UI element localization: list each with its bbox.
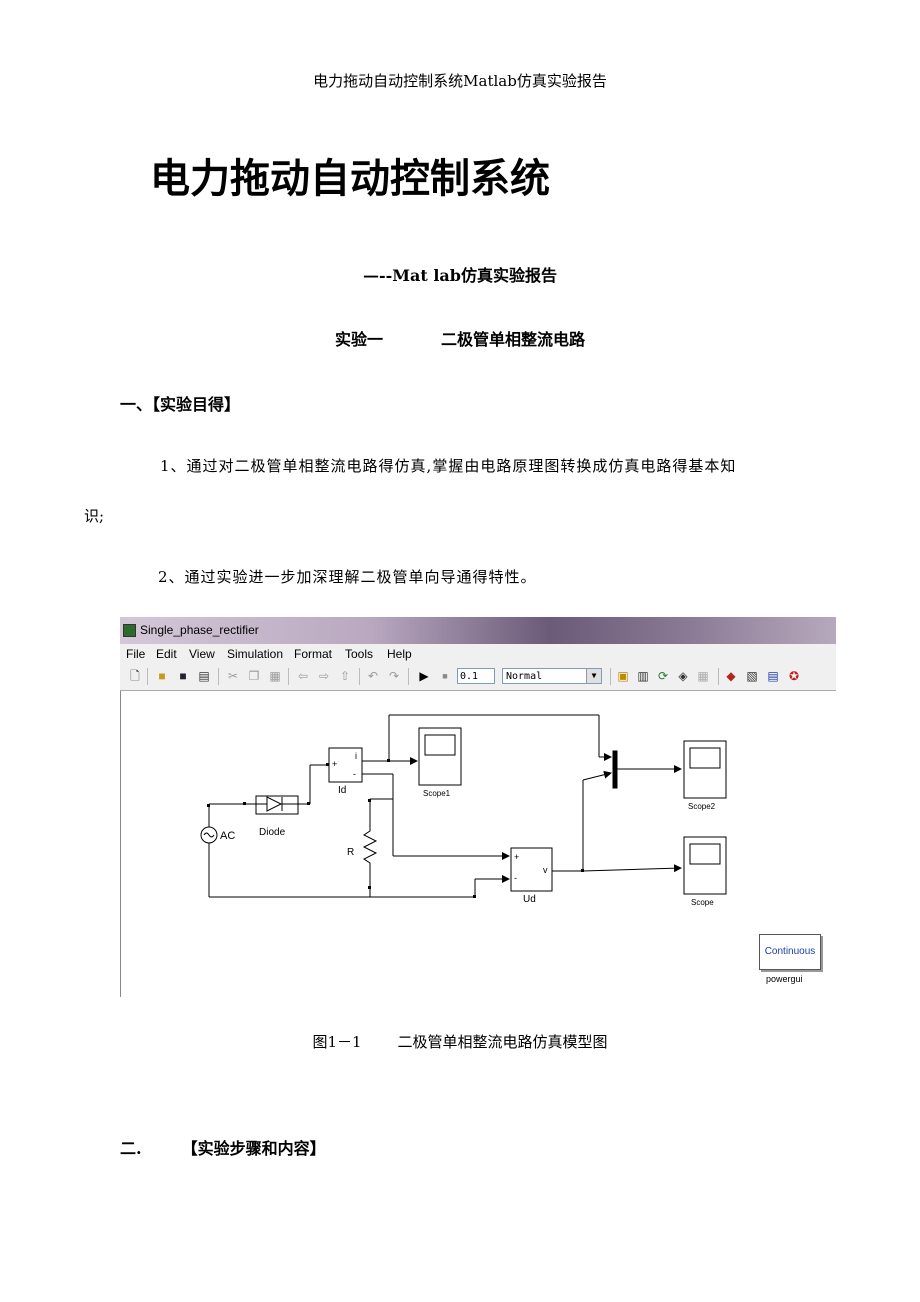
menu-edit[interactable]: Edit — [156, 647, 177, 661]
paste-icon[interactable]: ▦ — [269, 669, 281, 683]
main-title: 电力拖动自动控制系统 — [150, 156, 550, 202]
scope-label: Scope — [691, 898, 714, 907]
start-simulation-icon[interactable]: ▶ — [419, 669, 429, 683]
menu-tools[interactable]: Tools — [345, 647, 374, 661]
display-icon[interactable]: ▤ — [767, 669, 779, 683]
ud-minus-port: - — [514, 873, 517, 883]
scope2-block — [683, 740, 727, 799]
menu-file[interactable]: File — [126, 647, 146, 661]
window-title: Single_phase_rectifier — [140, 623, 259, 637]
id-label: Id — [338, 785, 347, 796]
save-icon[interactable]: ■ — [179, 669, 187, 683]
open-folder-icon[interactable]: ■ — [158, 669, 166, 683]
new-model-icon[interactable]: 🗋 — [130, 669, 140, 683]
experiment-name: 二极管单相整流电路 — [441, 330, 586, 349]
simulink-window: Single_phase_rectifier File Edit View Si… — [120, 617, 837, 997]
powergui-label: powergui — [766, 974, 803, 984]
id-plus-port: + — [332, 759, 338, 769]
figure-caption: 图1－1 二极管单相整流电路仿真模型图 — [0, 1031, 920, 1052]
mux-block — [612, 750, 618, 789]
window-titlebar[interactable]: Single_phase_rectifier — [120, 617, 836, 644]
powergui-block[interactable]: Continuous — [759, 934, 821, 970]
menu-bar: File Edit View Simulation Format Tools H… — [120, 644, 836, 664]
diode-symbol — [266, 796, 283, 812]
undo-icon[interactable]: ↶ — [367, 669, 379, 683]
section2-heading: 二. 【实验步骤和内容】 — [120, 1135, 326, 1159]
page-header: 电力拖动自动控制系统Matlab仿真实验报告 — [313, 72, 607, 90]
ud-label: Ud — [523, 894, 536, 905]
scope2-label: Scope2 — [688, 802, 716, 811]
scope1-block — [418, 727, 462, 786]
menu-view[interactable]: View — [189, 647, 215, 661]
objective-item-2: 2、通过实验进一步加深理解二极管单向导通得特性。 — [158, 568, 537, 586]
diode-block-frame — [255, 795, 299, 815]
id-minus-port: - — [353, 769, 356, 779]
ud-block — [510, 847, 553, 892]
scope-block — [683, 836, 727, 895]
hierarchy-icon[interactable]: ◆ — [726, 669, 736, 683]
scope1-label: Scope1 — [423, 789, 451, 798]
zoom-icon[interactable]: ▧ — [746, 669, 758, 683]
ud-v-port: v — [543, 865, 548, 875]
stop-simulation-icon[interactable]: ■ — [442, 671, 448, 681]
model-explorer-icon[interactable]: ◈ — [678, 669, 688, 683]
figure-text: 二极管单相整流电路仿真模型图 — [397, 1033, 608, 1051]
ud-plus-port: + — [514, 852, 520, 862]
experiment-title: 实验一 二极管单相整流电路 — [0, 326, 920, 350]
figure-number: 图1－1 — [312, 1033, 362, 1051]
menu-help[interactable]: Help — [387, 647, 412, 661]
cut-icon[interactable]: ✂ — [227, 669, 239, 683]
section2-title: 【实验步骤和内容】 — [181, 1139, 326, 1158]
simulation-mode-select[interactable]: Normal ▼ — [502, 668, 602, 684]
stop-time-input[interactable]: 0.1 — [457, 668, 495, 684]
back-arrow-icon[interactable]: ⇦ — [297, 669, 309, 683]
menu-simulation[interactable]: Simulation — [227, 647, 284, 661]
circuit-diagram — [200, 714, 727, 898]
section2-number: 二. — [120, 1139, 142, 1158]
model-canvas[interactable]: AC Diode Id + - i R Ud + - v Scope1 Scop… — [120, 691, 837, 997]
section1-heading: 一、【实验目得】 — [120, 395, 241, 414]
menu-format[interactable]: Format — [294, 647, 333, 661]
redo-icon[interactable]: ↷ — [388, 669, 400, 683]
objective-item-1: 1、通过对二极管单相整流电路得仿真,掌握由电路原理图转换成仿真电路得基本知 — [160, 457, 737, 475]
simulink-app-icon — [123, 624, 136, 637]
subtitle: —--Mat lab仿真实验报告 — [363, 266, 557, 285]
copy-icon[interactable]: ❐ — [248, 669, 260, 683]
library-browser-icon[interactable]: ▥ — [637, 669, 649, 683]
chevron-down-icon[interactable]: ▼ — [586, 669, 601, 683]
up-arrow-icon[interactable]: ⇧ — [339, 669, 351, 683]
debug-icon[interactable]: ▦ — [697, 669, 709, 683]
objective-item-1-cont: 识; — [84, 507, 105, 525]
ac-label: AC — [220, 830, 236, 842]
toolbar: 🗋 ■ ■ ▤ ✂ ❐ ▦ ⇦ ⇨ ⇧ ↶ ↷ ▶ ■ 0.1 Normal ▼… — [120, 664, 836, 691]
r-label: R — [347, 847, 355, 858]
print-icon[interactable]: ▤ — [198, 669, 210, 683]
help-icon[interactable]: ✪ — [788, 669, 800, 683]
build-icon[interactable]: ▣ — [617, 669, 629, 683]
simulation-mode-value: Normal — [506, 671, 543, 682]
forward-arrow-icon[interactable]: ⇨ — [318, 669, 330, 683]
refresh-icon[interactable]: ⟳ — [657, 669, 669, 683]
id-i-port: i — [355, 751, 357, 761]
diode-label: Diode — [259, 827, 286, 838]
experiment-label: 实验一 — [334, 330, 383, 349]
